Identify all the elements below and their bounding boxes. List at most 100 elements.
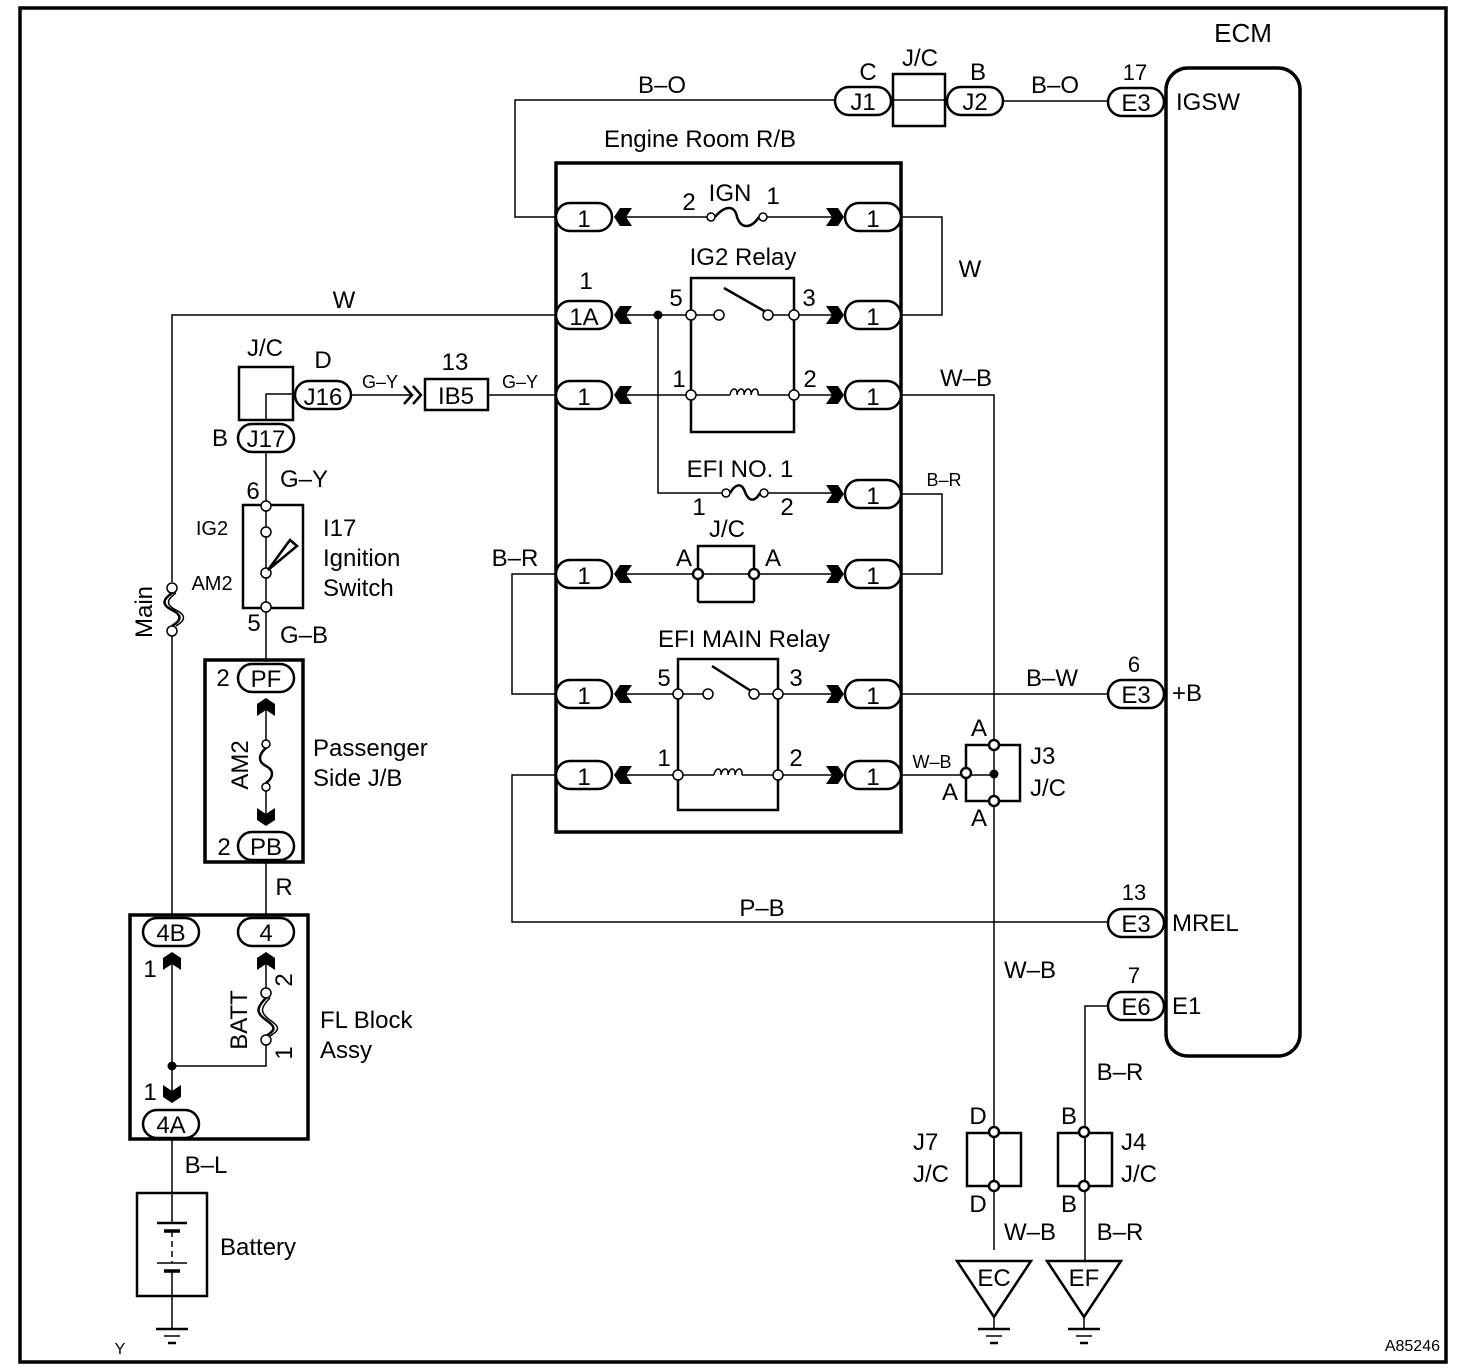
connector-label: 1 [866,683,879,710]
wire-label-b-r: B–R [926,470,961,490]
wire-label-w-b: W–B [912,752,951,772]
connector-j1: J1 [850,89,875,116]
relay-label: IG2 Relay [690,244,797,271]
ecm-terminal-igsw: IGSW [1176,89,1240,116]
splice-point [167,1061,177,1071]
ground-label: EF [1069,1265,1100,1292]
connector-label: E3 [1121,90,1150,117]
connector-label: E3 [1121,911,1150,938]
pin-label: 5 [657,665,670,692]
battery: Battery [135,1191,296,1298]
relay-block-title: Engine Room R/B [604,126,796,153]
pin-label: 13 [442,349,469,376]
ecm-title: ECM [1214,18,1272,48]
position-label: IG2 [196,518,228,540]
pin-label: 2 [780,494,793,521]
ecm-connector-e3-6: 6 E3 [1106,652,1166,710]
wire-label-b-r: B–R [1097,1219,1144,1246]
pin-label: 1 [657,745,670,772]
j4-junction-connector: B B J4 J/C [1056,1103,1157,1218]
pin-label: 1 [766,183,779,210]
j7-label: J/C [913,1161,949,1188]
ecm-connector-e6-7: 7 E6 [1106,963,1166,1022]
pin-label: 6 [246,478,259,505]
pin-label: 2 [682,189,695,216]
battery-label: Battery [220,1234,296,1261]
connector-ib5: 13 IB5 [423,349,490,412]
ecm-terminal-plus-b: +B [1172,680,1202,707]
pin-label: B [1061,1103,1077,1130]
connector-label: E6 [1121,994,1150,1021]
block-label: FL Block [320,1007,413,1034]
fuse-label: BATT [226,990,253,1050]
pin-label: C [859,59,876,86]
wire-label-w-b: W–B [940,365,992,392]
wire-label-w-b: W–B [1004,957,1056,984]
jc-label: J/C [902,45,938,72]
pin-label: 1 [579,268,592,295]
pin-label: 13 [1122,880,1146,905]
wire-label-r: R [275,874,292,901]
wire-label-p-b: P–B [739,895,784,922]
connector-label: IB5 [438,383,474,410]
ign-fuse: IGN 2 1 [626,180,832,228]
wire-label-g-y: G–Y [502,372,538,392]
switch-contact-icon [266,538,299,571]
pin-label: A [971,715,987,742]
inner-junction-connector: J/C A A [626,516,832,604]
pin-label: A [765,545,781,572]
connector-label: 1 [866,563,879,590]
pin-label: A [971,805,987,832]
wire-p-b [511,774,1108,923]
connector-label: 1 [577,384,590,411]
wire-b-r-loop [901,493,943,575]
ecm-terminal-mrel: MREL [1172,910,1239,937]
pin-label: 2 [803,366,816,393]
connector-label: E3 [1121,682,1150,709]
ground-ec: EC [954,1259,1034,1345]
j7-id: J7 [913,1129,938,1156]
connector-4: 4 [259,920,272,947]
switch-id: I17 [323,515,356,542]
fl-block-assy: 4B 4 1 BATT 2 1 1 4A FL Block Assy [128,913,413,1141]
wire-label-g-y: G–Y [280,466,328,493]
jc-label: J/C [709,516,745,543]
ecm-connector-e3-17: 17 E3 [1106,60,1166,118]
fuse-label: AM2 [227,740,254,789]
pin-label: 5 [247,610,260,637]
pin-label: 1 [271,1046,298,1059]
connector-label: 1 [577,206,590,233]
efi-main-relay: EFI MAIN Relay 5 3 1 2 [626,626,832,812]
switch-label: Ignition [323,545,400,572]
connector-label: 1 [866,384,879,411]
wire-label-b-o: B–O [638,72,686,99]
ignition-switch: 6 5 IG2 AM2 I17 Ignition Switch [191,478,400,637]
left-junction-connector: J/C D J16 B J17 [212,335,353,454]
main-fusible-link: Main [131,582,185,638]
ecm-terminal-e1: E1 [1172,993,1201,1020]
pin-label: 3 [789,665,802,692]
fuse-label: IGN [709,180,752,207]
connector-label: 1 [577,764,590,791]
wire-label-w-b: W–B [1004,1219,1056,1246]
relay-label: EFI MAIN Relay [658,626,830,653]
pin-label: D [314,347,331,374]
wire-b-o-left [514,99,835,218]
connector-label: 1 [866,483,879,510]
connector-pb: PB [250,834,282,861]
top-junction-connector: J/C C J1 B J2 [833,45,1005,128]
pin-label: 6 [1128,652,1140,677]
connector-j16: J16 [304,384,343,411]
connector-j2: J2 [962,89,987,116]
jb-label: Side J/B [313,765,402,792]
pin-label: 2 [789,745,802,772]
pin-label: 2 [217,834,230,861]
pin-label: 2 [216,665,229,692]
pin-label: B [1061,1191,1077,1218]
pin-label: 1 [143,956,156,983]
connector-4a: 4A [156,1112,185,1139]
connector-label: 1 [866,764,879,791]
jc-label: J/C [247,335,283,362]
wire-label-b-w: B–W [1026,665,1078,692]
ground-label: EC [977,1265,1010,1292]
